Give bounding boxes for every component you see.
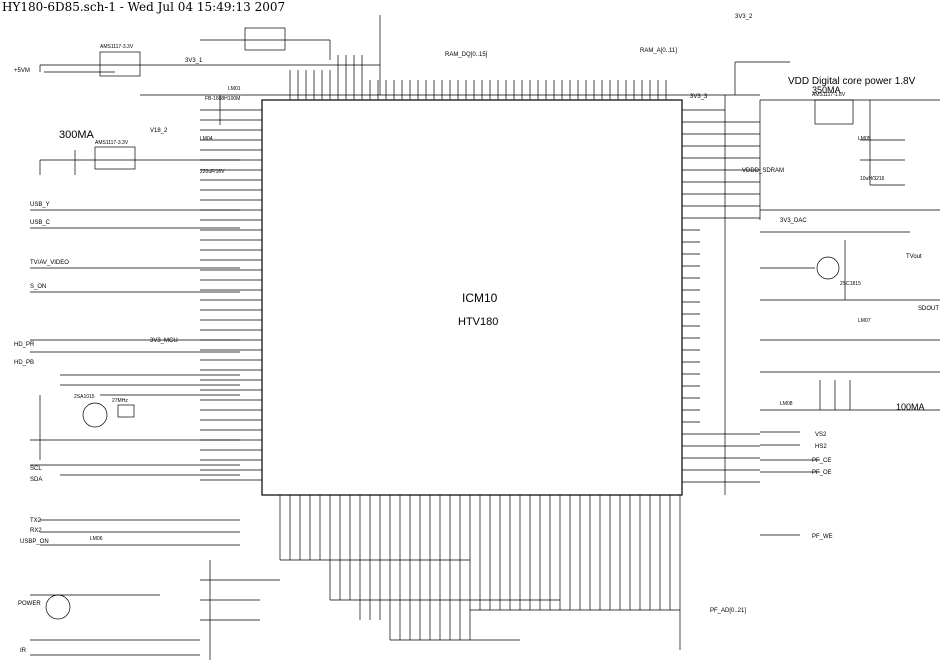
inductor-lm06: LM06 [90,536,103,542]
cap-220uf: 220uF/16V [200,169,225,175]
inductor-value-label: 10uH/3216 [860,176,885,182]
regulator-left-label: AMS1117-3.3V [95,140,129,146]
net-sda: SDA [30,477,42,483]
net-hs2: HS2 [815,444,827,450]
net-ram-dq: RAM_DQ[0..15] [445,52,488,58]
transistor-left-label: 2SA1015 [74,394,95,400]
right-pin-lines [682,109,760,483]
page-title: HY180-6D85.sch-1 - Wed Jul 04 15:49:13 2… [2,0,286,14]
ic-body [261,99,683,496]
inductor-lm01: LM01 [228,86,241,92]
net-3v3-1: 3V3_1 [185,58,203,64]
net-3v3-3: 3V3_3 [690,94,708,100]
net-plus5v: +5VM [14,68,30,74]
bottom-pin-lines [279,495,671,640]
note-100ma: 100MA [896,402,925,412]
net-vdd-sdram: VDDD_SDRAM [742,168,784,174]
net-hd-pb: HD_PB [14,360,34,366]
regulator-right-label: AMS1117-1.8V [812,92,846,98]
net-usb-y: USB_Y [30,202,50,208]
component-labels: AMS1117-3.3V AMS1117-1.8V AMS1117-3.3V L… [74,44,885,542]
inductor-lm05: LM05 [858,136,871,142]
net-pf-ce: PF_CE [812,458,831,464]
transistor-right-label: 2SC1815 [840,281,861,287]
top-pin-lines [289,55,667,100]
net-v18-2: V18_2 [150,128,168,134]
net-tx2: TX2 [30,518,42,524]
left-pin-lines [200,109,262,481]
osc-label: 27MHz [112,398,128,404]
net-s-on: S_ON [30,284,46,290]
net-usbp-on: USBP_ON [20,539,49,545]
net-vs2: VS2 [815,432,827,438]
regulator-top-label: AMS1117-3.3V [100,44,134,50]
inductor-lm04: LM04 [200,136,213,142]
net-power: POWER [18,601,41,607]
lm-value-label: FB-1608H100M [205,96,240,102]
net-pf-oe: PF_OE [812,470,832,476]
net-pf-ad: PF_AD[0..21] [710,608,746,614]
inductor-lm07: LM07 [858,318,871,324]
net-usb-c: USB_C [30,220,51,226]
chip-part: HTV180 [458,316,499,328]
net-rx2: RX2 [30,528,42,534]
net-tvout: TVout [906,254,922,260]
wiring [30,15,940,660]
inductor-lm08: LM08 [780,401,793,407]
net-scl: SCL [30,466,42,472]
chip-ref: ICM10 [462,291,498,305]
net-sdout: SDOUT [918,306,939,312]
net-3v3-2: 3V3_2 [735,14,753,20]
net-tvav: TV/AV_VIDEO [30,260,69,266]
note-300ma: 300MA [59,129,94,141]
net-hd-pr: HD_PR [14,342,35,348]
net-pf-we: PF_WE [812,534,833,540]
net-labels: +5VM 3V3_1 3V3_2 3V3_3 V18_2 3V3_MCU 3V3… [14,14,939,654]
net-3v3-mcu: 3V3_MCU [150,338,178,344]
note-350ma: 350MA [812,85,841,95]
note-vdd-core: VDD Digital core power 1.8V [788,76,916,87]
net-ram-a: RAM_A[0..11] [640,48,677,54]
net-3v3-dac: 3V3_DAC [780,218,807,224]
net-ir: IR [20,648,27,654]
